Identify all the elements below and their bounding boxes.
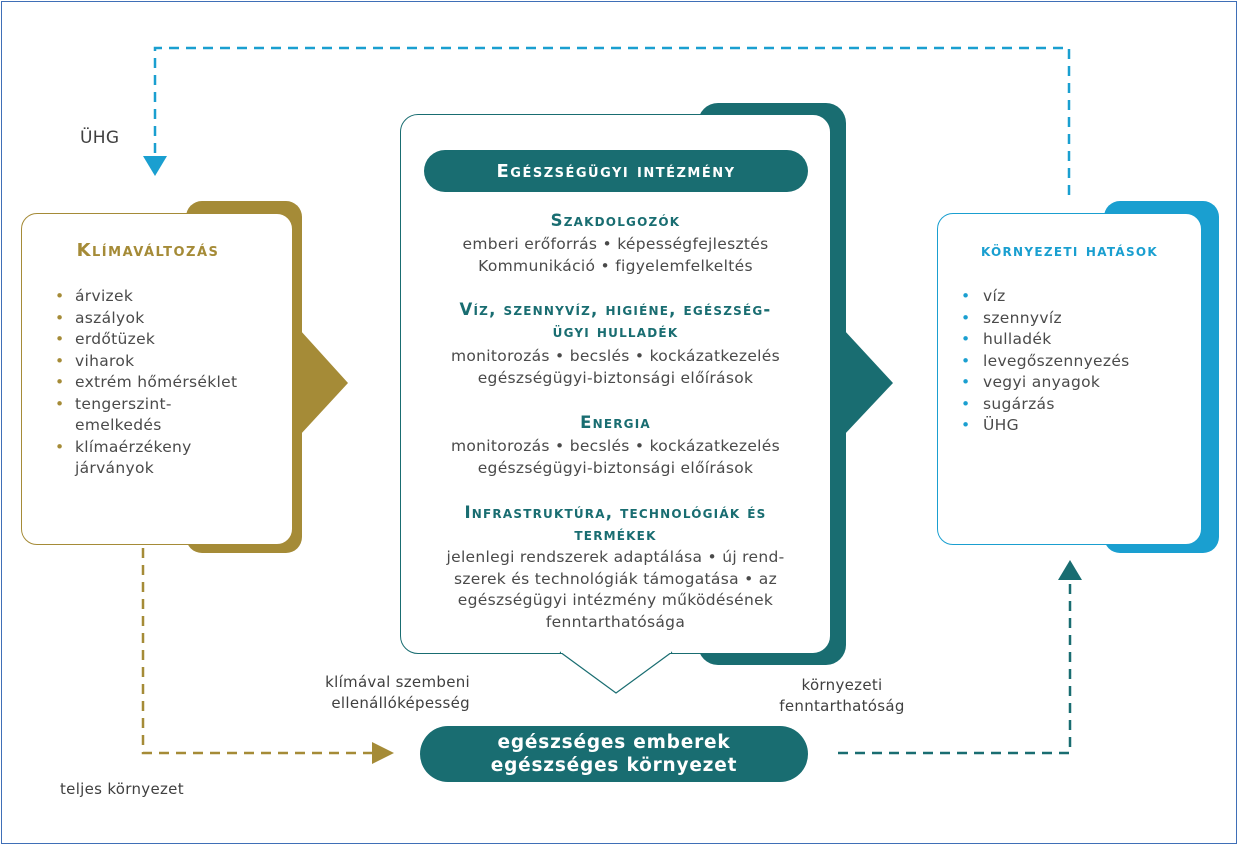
section-body-infrastructure: jelenlegi rendszerek adaptálása • új ren… (446, 548, 785, 631)
resilience-label: klímával szembeni ellenállóképesség (325, 673, 470, 712)
center-pointer-arrow (844, 330, 893, 435)
section-heading-water: Víz, szennyvíz, higiéne, egészség- ügyi … (459, 300, 772, 341)
list-item: aszályok (52, 308, 237, 330)
section-heading-staff: Szakdolgozók (550, 211, 681, 230)
section-body-energy: monitorozás • becslés • kockázatkezelés … (451, 437, 780, 477)
list-item: hulladék (958, 329, 1130, 351)
list-item: szennyvíz (958, 308, 1130, 330)
list-item: árvizek (52, 286, 237, 308)
list-item: víz (958, 286, 1130, 308)
top-loop-label: ÜHG (80, 128, 120, 148)
section-heading-infrastructure: Infrastruktúra, technológiák és termékek (464, 503, 767, 544)
healthcare-facility-card (400, 114, 831, 654)
top-loop-arrowhead (143, 156, 167, 176)
list-item: levegőszennyezés (958, 351, 1130, 373)
list-item: erdőtüzek (52, 329, 237, 351)
environmental-impacts-title: környezeti hatások (980, 241, 1159, 261)
list-item: viharok (52, 351, 237, 373)
left-dashed-arrowhead (372, 742, 394, 764)
list-item: vegyi anyagok (958, 372, 1130, 394)
list-item: ÜHG (958, 415, 1130, 437)
list-item: extrém hőmérséklet (52, 372, 237, 394)
sustainability-label: környezeti fenntarthatóság (779, 676, 905, 715)
healthy-people-environment-pill: egészséges emberek egészséges környezet (420, 726, 808, 782)
right-dashed-arrowhead (1058, 560, 1082, 580)
environmental-impacts-list: víz szennyvíz hulladék levegőszennyezés … (958, 286, 1130, 437)
left-pointer-arrow (300, 330, 348, 435)
left-dashed-line (141, 548, 376, 755)
section-body-water: monitorozás • becslés • kockázatkezelés … (451, 347, 780, 387)
healthcare-facility-title: Egészségügyi intézmény (424, 150, 808, 192)
list-item: sugárzás (958, 394, 1130, 416)
climate-change-title: Klímaváltozás (76, 240, 220, 261)
section-heading-energy: Energia (580, 413, 651, 432)
right-dashed-line (838, 578, 1072, 755)
list-item: tengerszint-emelkedés (52, 394, 237, 437)
whole-environment-label: teljes környezet (60, 780, 184, 798)
section-body-staff: emberi erőforrás • képességfejlesztés Ko… (462, 235, 769, 275)
top-loop-dashed-line (153, 46, 1071, 195)
climate-change-list: árvizek aszályok erdőtüzek viharok extré… (52, 286, 237, 480)
